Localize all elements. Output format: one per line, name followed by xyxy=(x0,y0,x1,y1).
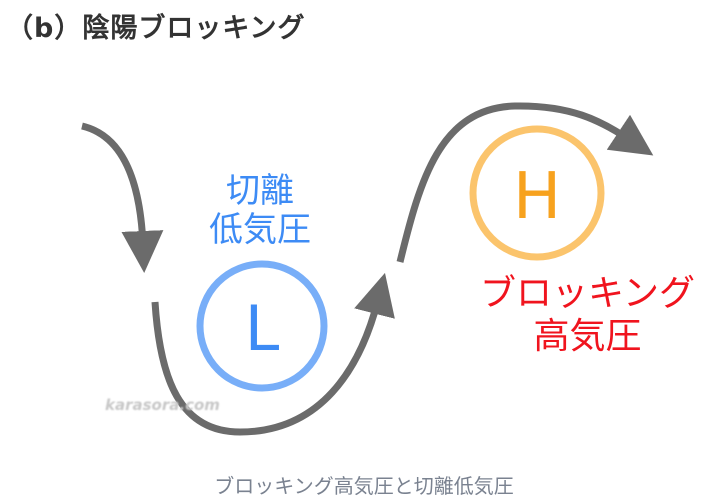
cutoff-low-label: 切離 低気圧 xyxy=(195,171,325,251)
high-label-line2: 高気圧 xyxy=(533,316,642,358)
watermark: karasora.com xyxy=(105,396,220,414)
high-pressure-circle xyxy=(469,125,605,261)
low-label-line1: 切離 xyxy=(226,171,294,211)
low-symbol: L xyxy=(245,292,280,365)
page-title: （b）陰陽ブロッキング xyxy=(6,13,306,44)
flow-arrow-3 xyxy=(396,102,654,263)
figure-caption: ブロッキング高気圧と切離低気圧 xyxy=(214,474,514,498)
flow-arrow-2 xyxy=(151,272,395,436)
high-symbol: H xyxy=(513,160,561,234)
high-label-line1: ブロッキング xyxy=(480,273,695,314)
low-pressure-circle xyxy=(196,260,328,392)
low-label-line2: 低気圧 xyxy=(209,210,311,251)
flow-arrow-1 xyxy=(81,122,164,273)
blocking-high-label: ブロッキング 高気圧 xyxy=(455,272,720,358)
